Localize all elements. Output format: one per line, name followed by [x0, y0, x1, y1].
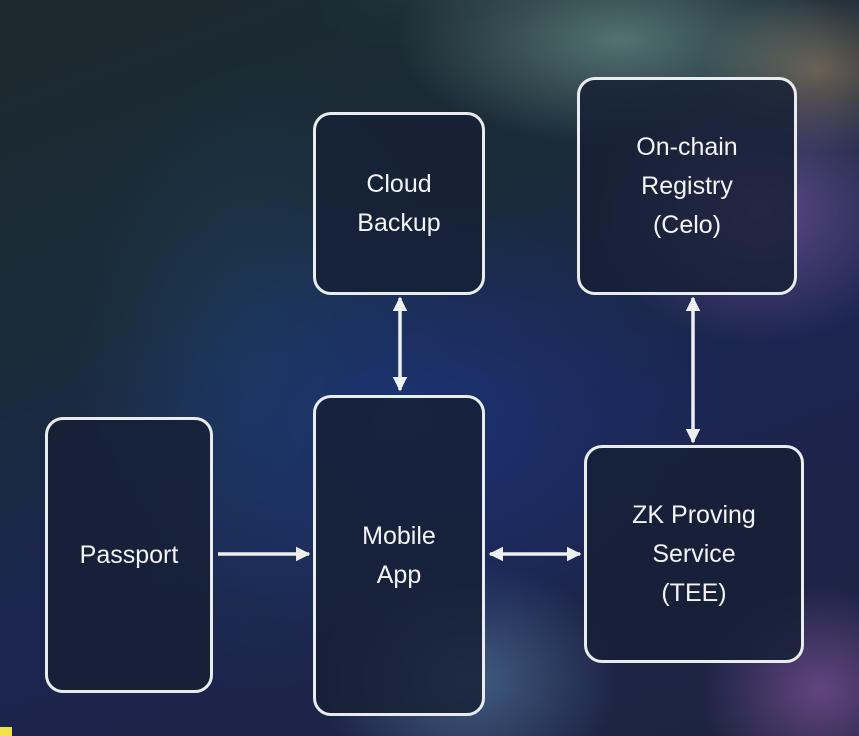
cloud-backup-label-line-2: Backup — [357, 208, 441, 237]
cloud-backup-box: Cloud Backup — [313, 112, 485, 295]
cloud-backup-label-line-1: Cloud — [366, 169, 432, 198]
zk-proving-service-label-line-2: Service — [652, 539, 736, 568]
mobile-app-label-line-1: Mobile — [362, 521, 436, 550]
zk-proving-service-box: ZK Proving Service (TEE) — [584, 445, 804, 663]
mobile-app-box: Mobile App — [313, 395, 485, 716]
onchain-registry-label-line-1: On-chain — [636, 132, 738, 161]
passport-box: Passport — [45, 417, 213, 693]
onchain-registry-label-line-3: (Celo) — [652, 210, 722, 239]
onchain-registry-label-line-2: Registry — [641, 171, 733, 200]
onchain-registry-box: On-chain Registry (Celo) — [577, 77, 797, 295]
passport-label: Passport — [79, 540, 179, 569]
corner-accent-mark — [0, 727, 12, 736]
zk-proving-service-label-line-1: ZK Proving — [632, 500, 756, 529]
mobile-app-label-line-2: App — [376, 560, 422, 589]
zk-proving-service-label-line-3: (TEE) — [661, 578, 727, 607]
